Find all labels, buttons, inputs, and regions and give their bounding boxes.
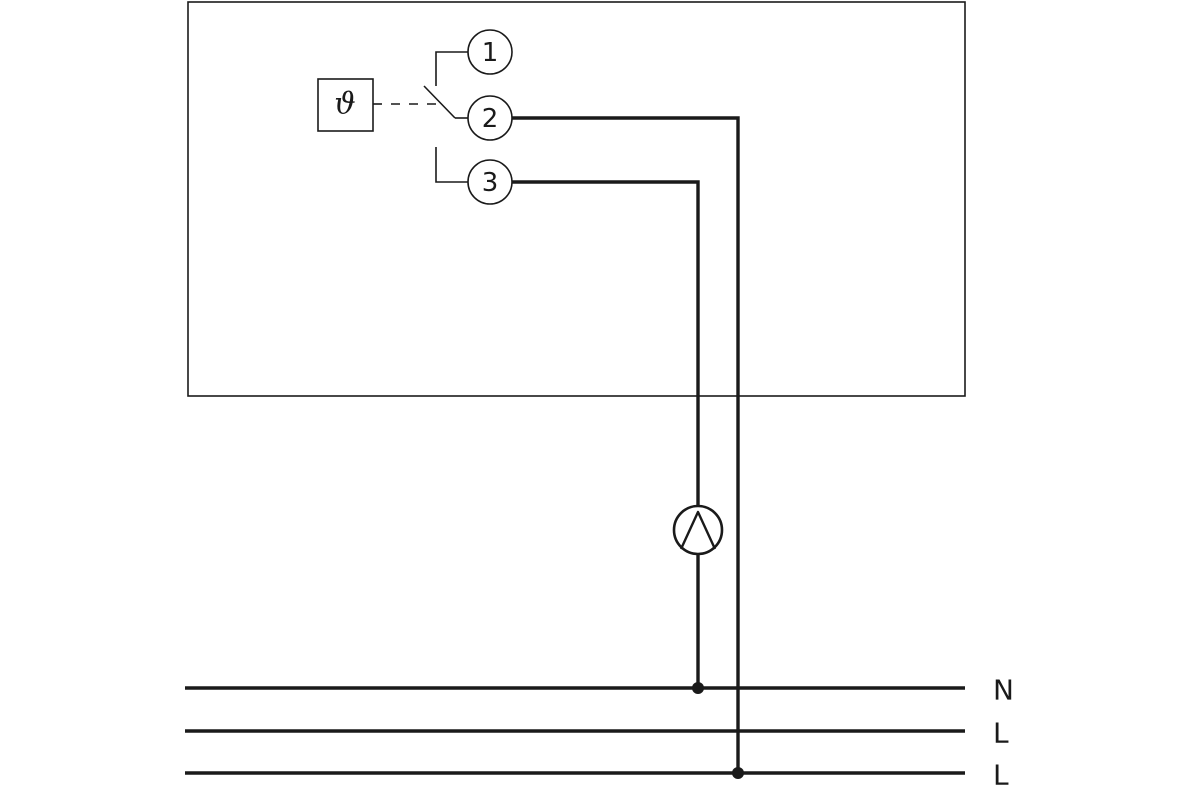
wire-terminal-2 [512, 116, 740, 773]
bus-label-l1: L [993, 717, 1009, 750]
wire-terminal-3-upper [512, 180, 700, 506]
pump-icon [672, 504, 724, 556]
device-enclosure [187, 1, 966, 397]
terminal-3: 3 [467, 159, 513, 205]
terminal-2-label: 2 [482, 104, 499, 134]
terminal-1: 1 [467, 29, 513, 75]
bus-label-n: N [993, 674, 1014, 707]
terminal-2: 2 [467, 95, 513, 141]
changeover-contact [423, 51, 468, 183]
temperature-sensor-icon: ϑ [317, 78, 374, 132]
junction-dot-icon [732, 767, 744, 779]
terminal-3-label: 3 [482, 168, 499, 198]
terminal-1-label: 1 [482, 38, 499, 68]
bus-label-l2: L [993, 759, 1009, 792]
junction-dot-icon [692, 682, 704, 694]
sensor-symbol: ϑ [334, 87, 355, 122]
